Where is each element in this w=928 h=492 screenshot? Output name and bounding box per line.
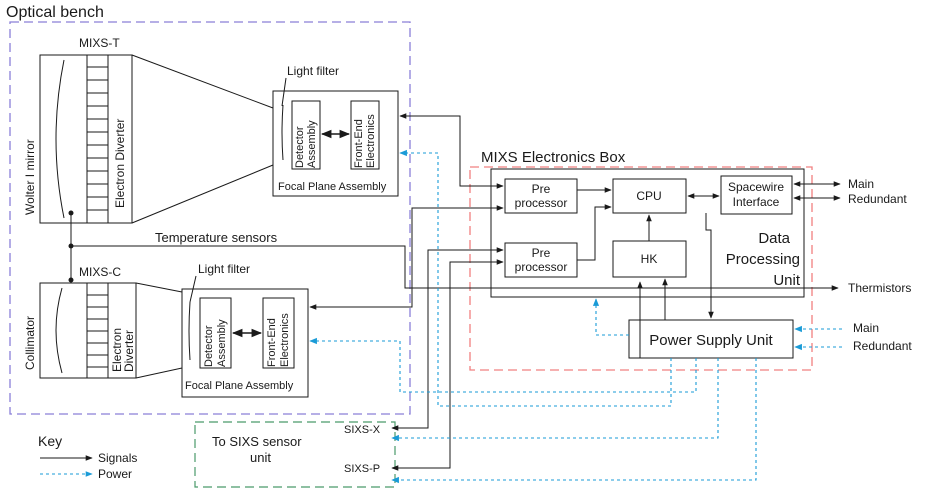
sixs-x-signal [391,247,504,431]
mixs-c-diverter-line2: Diverter [122,330,136,372]
sixs-x-label: SIXS-X [344,424,381,436]
mixs-c-detector-assembly [199,297,232,369]
power-redundant-label: Redundant [853,339,912,353]
cpu-to-psu-arrow [705,213,714,319]
hk-label: HK [641,252,658,266]
mixs-t-fee-to-pre1 [399,113,504,189]
optical-bench-title: Optical bench [6,4,104,21]
mixs-c-collimator-label: Collimator [23,316,37,370]
electronics-box-title: MIXS Electronics Box [481,149,626,166]
mixs-c-grid-lines [87,294,108,368]
mixs-t-mirror-label: Wolter I mirror [23,139,37,215]
temperature-sensor-line [71,245,839,291]
dpu-line2: Processing [726,251,800,268]
spacewire-main-label: Main [848,177,874,191]
thermistors-label: Thermistors [848,281,911,295]
mixs-t-diverter-label: Electron Diverter [113,119,127,208]
preprocessor-2-box [504,242,578,278]
mixs-c-detector-line1: Detector [203,325,215,367]
mixs-c-fee-line1: Front-End [266,318,278,367]
temperature-node-bottom [68,277,74,283]
preprocessor-2-line1: Pre [532,246,551,260]
power-to-sixs-x [391,358,719,442]
power-to-dpu [592,298,629,336]
mixs-t-light-filter-pointer [281,77,287,107]
mixs-c-front-end-electronics [262,297,295,369]
mixs-c-light-filter-pointer [189,275,197,303]
power-to-mixs-t-fee [399,149,672,407]
preprocessor-2-line2: processor [515,260,568,274]
mixs-t-cone-top [131,54,274,109]
mixs-t-fee-line1: Front-End [353,119,365,168]
mixs-c-fee-line2: Electronics [279,313,291,367]
mixs-c-collimator-curve [55,287,63,374]
sixs-title-line1: To SIXS sensor [212,434,302,449]
mixs-c-light-filter-label: Light filter [198,262,250,276]
preprocessor-1-box [504,178,578,214]
mixs-t-front-end-electronics [350,100,380,170]
mixs-t-mirror-curve [55,59,65,219]
sixs-p-label: SIXS-P [344,463,380,475]
preprocessor-1-line2: processor [515,196,568,210]
mixs-c-label: MIXS-C [79,265,121,279]
key-signals-label: Signals [98,451,137,465]
mixs-c-fee-to-pre2 [309,205,504,310]
cpu-box [612,178,687,214]
mixs-t-grid-lines [87,66,108,211]
psu-label: Power Supply Unit [649,332,773,349]
mixs-t-detector-line2: Assembly [306,120,318,168]
mixs-t-label: MIXS-T [79,36,120,50]
power-to-sixs-p [391,358,757,484]
mixs-c-cone-top [135,282,183,293]
dpu-line3: Unit [773,272,801,289]
sixs-p-signal [391,259,504,471]
mixs-t-light-filter [281,104,284,161]
mixs-c-diverter-line1: Electron [110,328,124,372]
cpu-label: CPU [636,189,661,203]
key-power-label: Power [98,467,132,481]
spacewire-line1: Spacewire [728,180,784,194]
dpu-line1: Data [758,230,790,247]
spacewire-line2: Interface [733,195,780,209]
mixs-t-detector-assembly [291,100,321,170]
power-main-label: Main [853,321,879,335]
mixs-c-diverter [107,282,137,379]
mixs-c-fpa-label: Focal Plane Assembly [185,380,294,392]
power-supply-unit-box [628,319,794,359]
key-title: Key [38,433,62,449]
mixs-c-light-filter [188,301,191,361]
mixs-t-fee-line2: Electronics [365,114,377,168]
mixs-c-collimator-body [39,282,88,379]
mixs-t-detector-line1: Detector [294,126,306,168]
spacewire-redundant-label: Redundant [848,192,907,206]
mixs-t-light-filter-label: Light filter [287,64,339,78]
preprocessor-1-line1: Pre [532,182,551,196]
mixs-t-fpa-label: Focal Plane Assembly [278,181,387,193]
sixs-title-line2: unit [250,450,271,465]
mixs-c-cone-bottom [135,367,183,379]
pre2-to-cpu-arrow [577,204,612,261]
mixs-t-cone-bottom [131,164,274,224]
power-to-mixs-c-fee [309,337,697,393]
temperature-sensors-label: Temperature sensors [155,230,278,245]
temperature-node-top [68,210,74,216]
mixs-t-diverter [107,54,133,224]
spacewire-interface-box [720,175,793,215]
mixs-c-detector-line2: Assembly [216,319,228,367]
mixs-t-mirror-body [39,54,88,224]
